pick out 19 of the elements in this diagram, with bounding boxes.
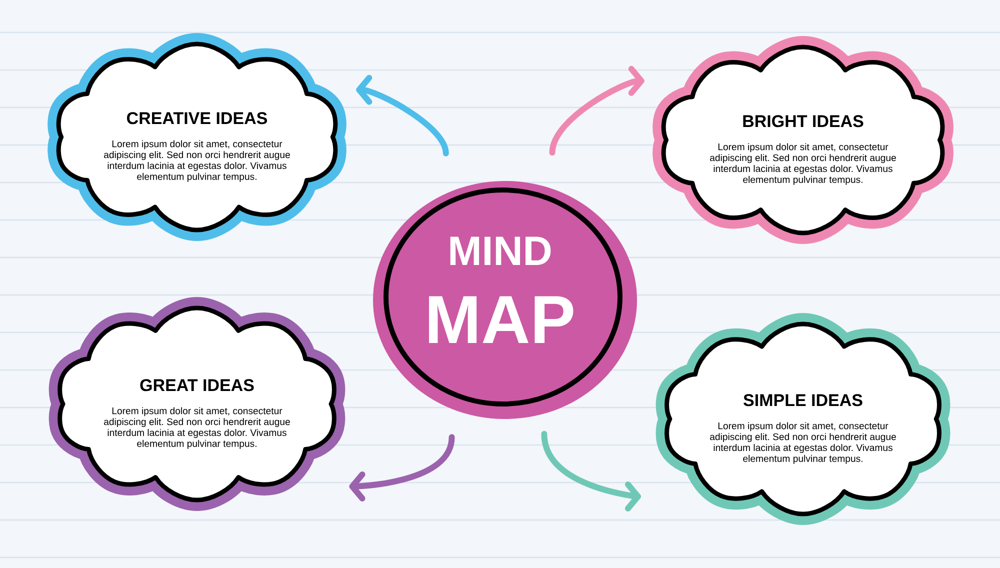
thought-cloud [48, 33, 346, 241]
thought-cloud [48, 297, 346, 511]
body-text: Lorem ipsum dolor sit amet, consectetur adipiscing elit. Sed non orci hendrerit augue interdum lacinia at egestas dolor. Vivamus elementum pulvinar tempus. [710, 143, 896, 185]
heading: CREATIVE IDEAS [127, 112, 268, 124]
mind-map-circle [373, 181, 637, 419]
body-text: Lorem ipsum dolor sit amet, consectetur adipiscing elit. Sed non orci hendrerit augue interdum lacinia at egestas dolor. Vivamus elementum pulvinar tempus. [104, 140, 290, 182]
curved-arrow [541, 430, 641, 512]
body-text: Lorem ipsum dolor sit amet, consectetur adipiscing elit. Sed non orci hendrerit augue interdum lacinia at egestas dolor. Vivamus elementum pulvinar tempus. [710, 422, 896, 464]
curved-arrow [356, 74, 449, 156]
thought-cloud [656, 313, 950, 525]
curved-arrow [549, 66, 644, 156]
heading: SIMPLE IDEAS [744, 394, 862, 406]
curved-arrow [349, 434, 455, 502]
heading: MAP [429, 296, 574, 343]
heading: BRIGHT IDEAS [743, 115, 864, 128]
thought-cloud [652, 36, 954, 244]
body-text: Lorem ipsum dolor sit amet, consectetur adipiscing elit. Sed non orci hendrerit augue interdum lacinia at egestas dolor. Vivamus elementum pulvinar tempus. [104, 407, 290, 449]
heading: GREAT IDEAS [140, 379, 254, 392]
heading: MIND [450, 236, 551, 265]
